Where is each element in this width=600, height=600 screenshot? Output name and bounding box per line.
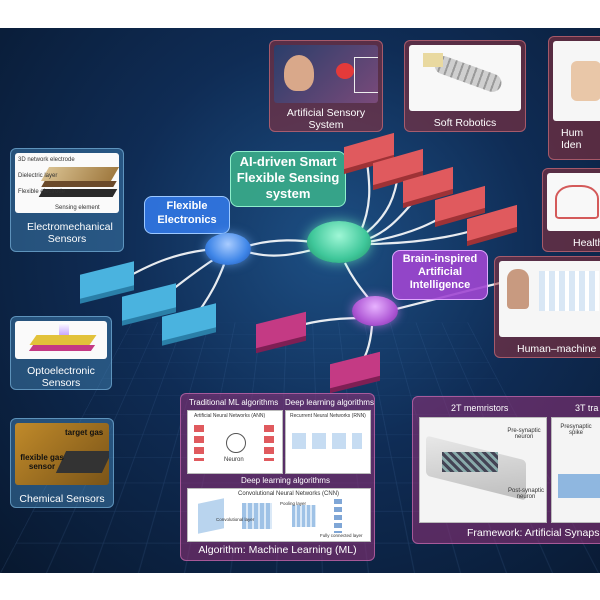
- optoelectronic-caption: Optoelectronic Sensors: [27, 365, 95, 389]
- conv-layer-label: Convolutional layer: [216, 517, 255, 522]
- machine-learning-caption: Algorithm: Machine Learning (ML): [198, 544, 357, 556]
- memristor-image: Pre-synaptic neuron Post-synaptic neuron: [419, 417, 547, 523]
- artificial-synapse-panel: 2T memristors 3T tra Pre-synaptic neuron…: [412, 396, 600, 544]
- chemical-image: target gas flexible gas sensor: [15, 423, 109, 485]
- three-t-image: Presynaptic spike: [551, 417, 600, 523]
- flexible-electronics-node: [205, 233, 251, 265]
- human-identification-caption: Hum Iden: [561, 127, 584, 151]
- soft-robotics-panel: Soft Robotics: [404, 40, 526, 132]
- human-identification-image: [553, 41, 600, 121]
- deep-learning-label-top: Deep learning algorithms: [285, 398, 374, 407]
- health-caption: Health: [573, 237, 600, 249]
- inset-label-sensing-element: Sensing element: [55, 205, 100, 211]
- artificial-sensory-caption: Artificial Sensory System: [286, 107, 366, 131]
- diagram-canvas: AI-driven Smart Flexible Sensing system …: [0, 28, 600, 573]
- electromechanical-image: 3D network electrode Dielectric layer Fl…: [15, 153, 119, 213]
- ann-diagram: Artificial Neural Networks (ANN) Neuron: [187, 410, 283, 474]
- neuron-label: Neuron: [224, 457, 244, 463]
- chemical-panel: target gas flexible gas sensor Chemical …: [10, 418, 114, 508]
- traditional-ml-label: Traditional ML algorithms: [189, 398, 279, 407]
- pre-synaptic-label: Pre-synaptic neuron: [507, 428, 541, 440]
- pool-layer-label: Pooling layer: [280, 501, 307, 506]
- human-machine-image: [499, 261, 600, 337]
- brain-inspired-tag: Brain-inspired Artificial Intelligence: [392, 250, 488, 300]
- human-machine-panel: Human–machine: [494, 256, 600, 358]
- human-machine-caption: Human–machine: [517, 343, 597, 355]
- optoelectronic-panel: Optoelectronic Sensors: [10, 316, 112, 390]
- presynaptic-spike-label: Presynaptic spike: [560, 424, 592, 436]
- memristor-label: 2T memristors: [451, 403, 509, 413]
- rnn-label: Recurrent Neural Networks (RNN): [290, 413, 366, 419]
- inset-label-dielectric: Dielectric layer: [18, 173, 58, 179]
- fc-layer-label: Fully connected layer: [320, 533, 363, 538]
- hub-title: AI-driven Smart Flexible Sensing system: [230, 151, 346, 207]
- artificial-synapse-caption: Framework: Artificial Synaps: [467, 527, 600, 539]
- flexible-electronics-tag: Flexible Electronics: [144, 196, 230, 234]
- electromechanical-panel: 3D network electrode Dielectric layer Fl…: [10, 148, 124, 252]
- inset-label-flexible-electrode: Flexible electrode: [18, 189, 66, 195]
- chemical-caption: Chemical Sensors: [19, 493, 105, 505]
- hub-node: [307, 221, 371, 263]
- soft-robotics-image: [409, 45, 521, 111]
- electromechanical-caption: Electromechanical Sensors: [27, 221, 113, 245]
- cnn-diagram: Convolutional Neural Networks (CNN) Conv…: [187, 488, 371, 542]
- three-t-label: 3T tra: [575, 403, 599, 413]
- rnn-diagram: Recurrent Neural Networks (RNN): [285, 410, 371, 474]
- health-panel: Health: [542, 168, 600, 252]
- inset-label-flexible-gas-sensor: flexible gas sensor: [20, 453, 64, 471]
- machine-learning-panel: Traditional ML algorithms Deep learning …: [180, 393, 375, 561]
- deep-learning-label-bottom: Deep learning algorithms: [241, 476, 330, 485]
- inset-label-network-electrode: 3D network electrode: [18, 157, 75, 163]
- human-identification-panel: Hum Iden: [548, 36, 600, 160]
- artificial-sensory-image: [274, 45, 378, 103]
- ann-label: Artificial Neural Networks (ANN): [194, 413, 266, 419]
- brain-inspired-node: [352, 296, 398, 326]
- soft-robotics-caption: Soft Robotics: [433, 117, 497, 129]
- inset-label-target-gas: target gas: [65, 428, 104, 437]
- health-image: [547, 173, 600, 231]
- post-synaptic-label: Post-synaptic neuron: [507, 488, 544, 500]
- artificial-sensory-panel: Artificial Sensory System: [269, 40, 383, 132]
- cnn-label: Convolutional Neural Networks (CNN): [238, 491, 340, 497]
- optoelectronic-image: [15, 321, 107, 359]
